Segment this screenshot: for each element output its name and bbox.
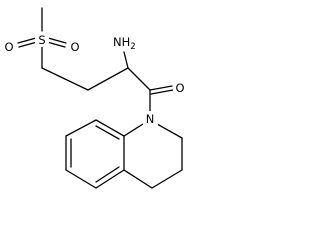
bond-ch-amine [123, 51, 129, 69]
bond-c5-c4a [95, 169, 125, 189]
atom-amine: NH2 [113, 35, 136, 52]
bond-carbonyl-oxygen-b [150, 89, 174, 95]
bond-sulfur-oxygen-right-b [46, 41, 66, 48]
atom-sulfur: S [38, 33, 45, 47]
bond-ch2-ch2 [41, 67, 89, 91]
chemical-structure: S O O NH2 O N [4, 7, 185, 189]
bond-ch2-ch [87, 67, 129, 91]
bond-c5-c4a-inner [95, 166, 120, 183]
bond-ch-carbonyl [127, 67, 151, 91]
bond-c8a-c8-inner [95, 125, 120, 140]
bond-nitrogen-c8a [123, 123, 144, 137]
bond-sulfur-oxygen-right-a [47, 37, 67, 44]
atom-oxygen-left: O [4, 40, 13, 54]
structure-canvas: S O O NH2 O N [4, 7, 185, 189]
bond-c4-c4a [123, 169, 153, 189]
atom-ring-nitrogen: N [146, 112, 155, 126]
bond-sulfur-oxygen-left-a [17, 37, 37, 44]
bond-c8-c7 [65, 119, 97, 137]
bond-sulfur-oxygen-left-b [18, 41, 38, 48]
atom-oxygen-right: O [70, 40, 79, 54]
bond-nitrogen-c2 [156, 123, 183, 139]
bond-c3-c4 [151, 169, 183, 189]
bond-c6-c5 [65, 169, 97, 189]
atom-carbonyl-oxygen: O [175, 81, 184, 95]
bond-carbonyl-oxygen-a [149, 85, 173, 91]
bond-c8a-c8 [95, 119, 125, 137]
